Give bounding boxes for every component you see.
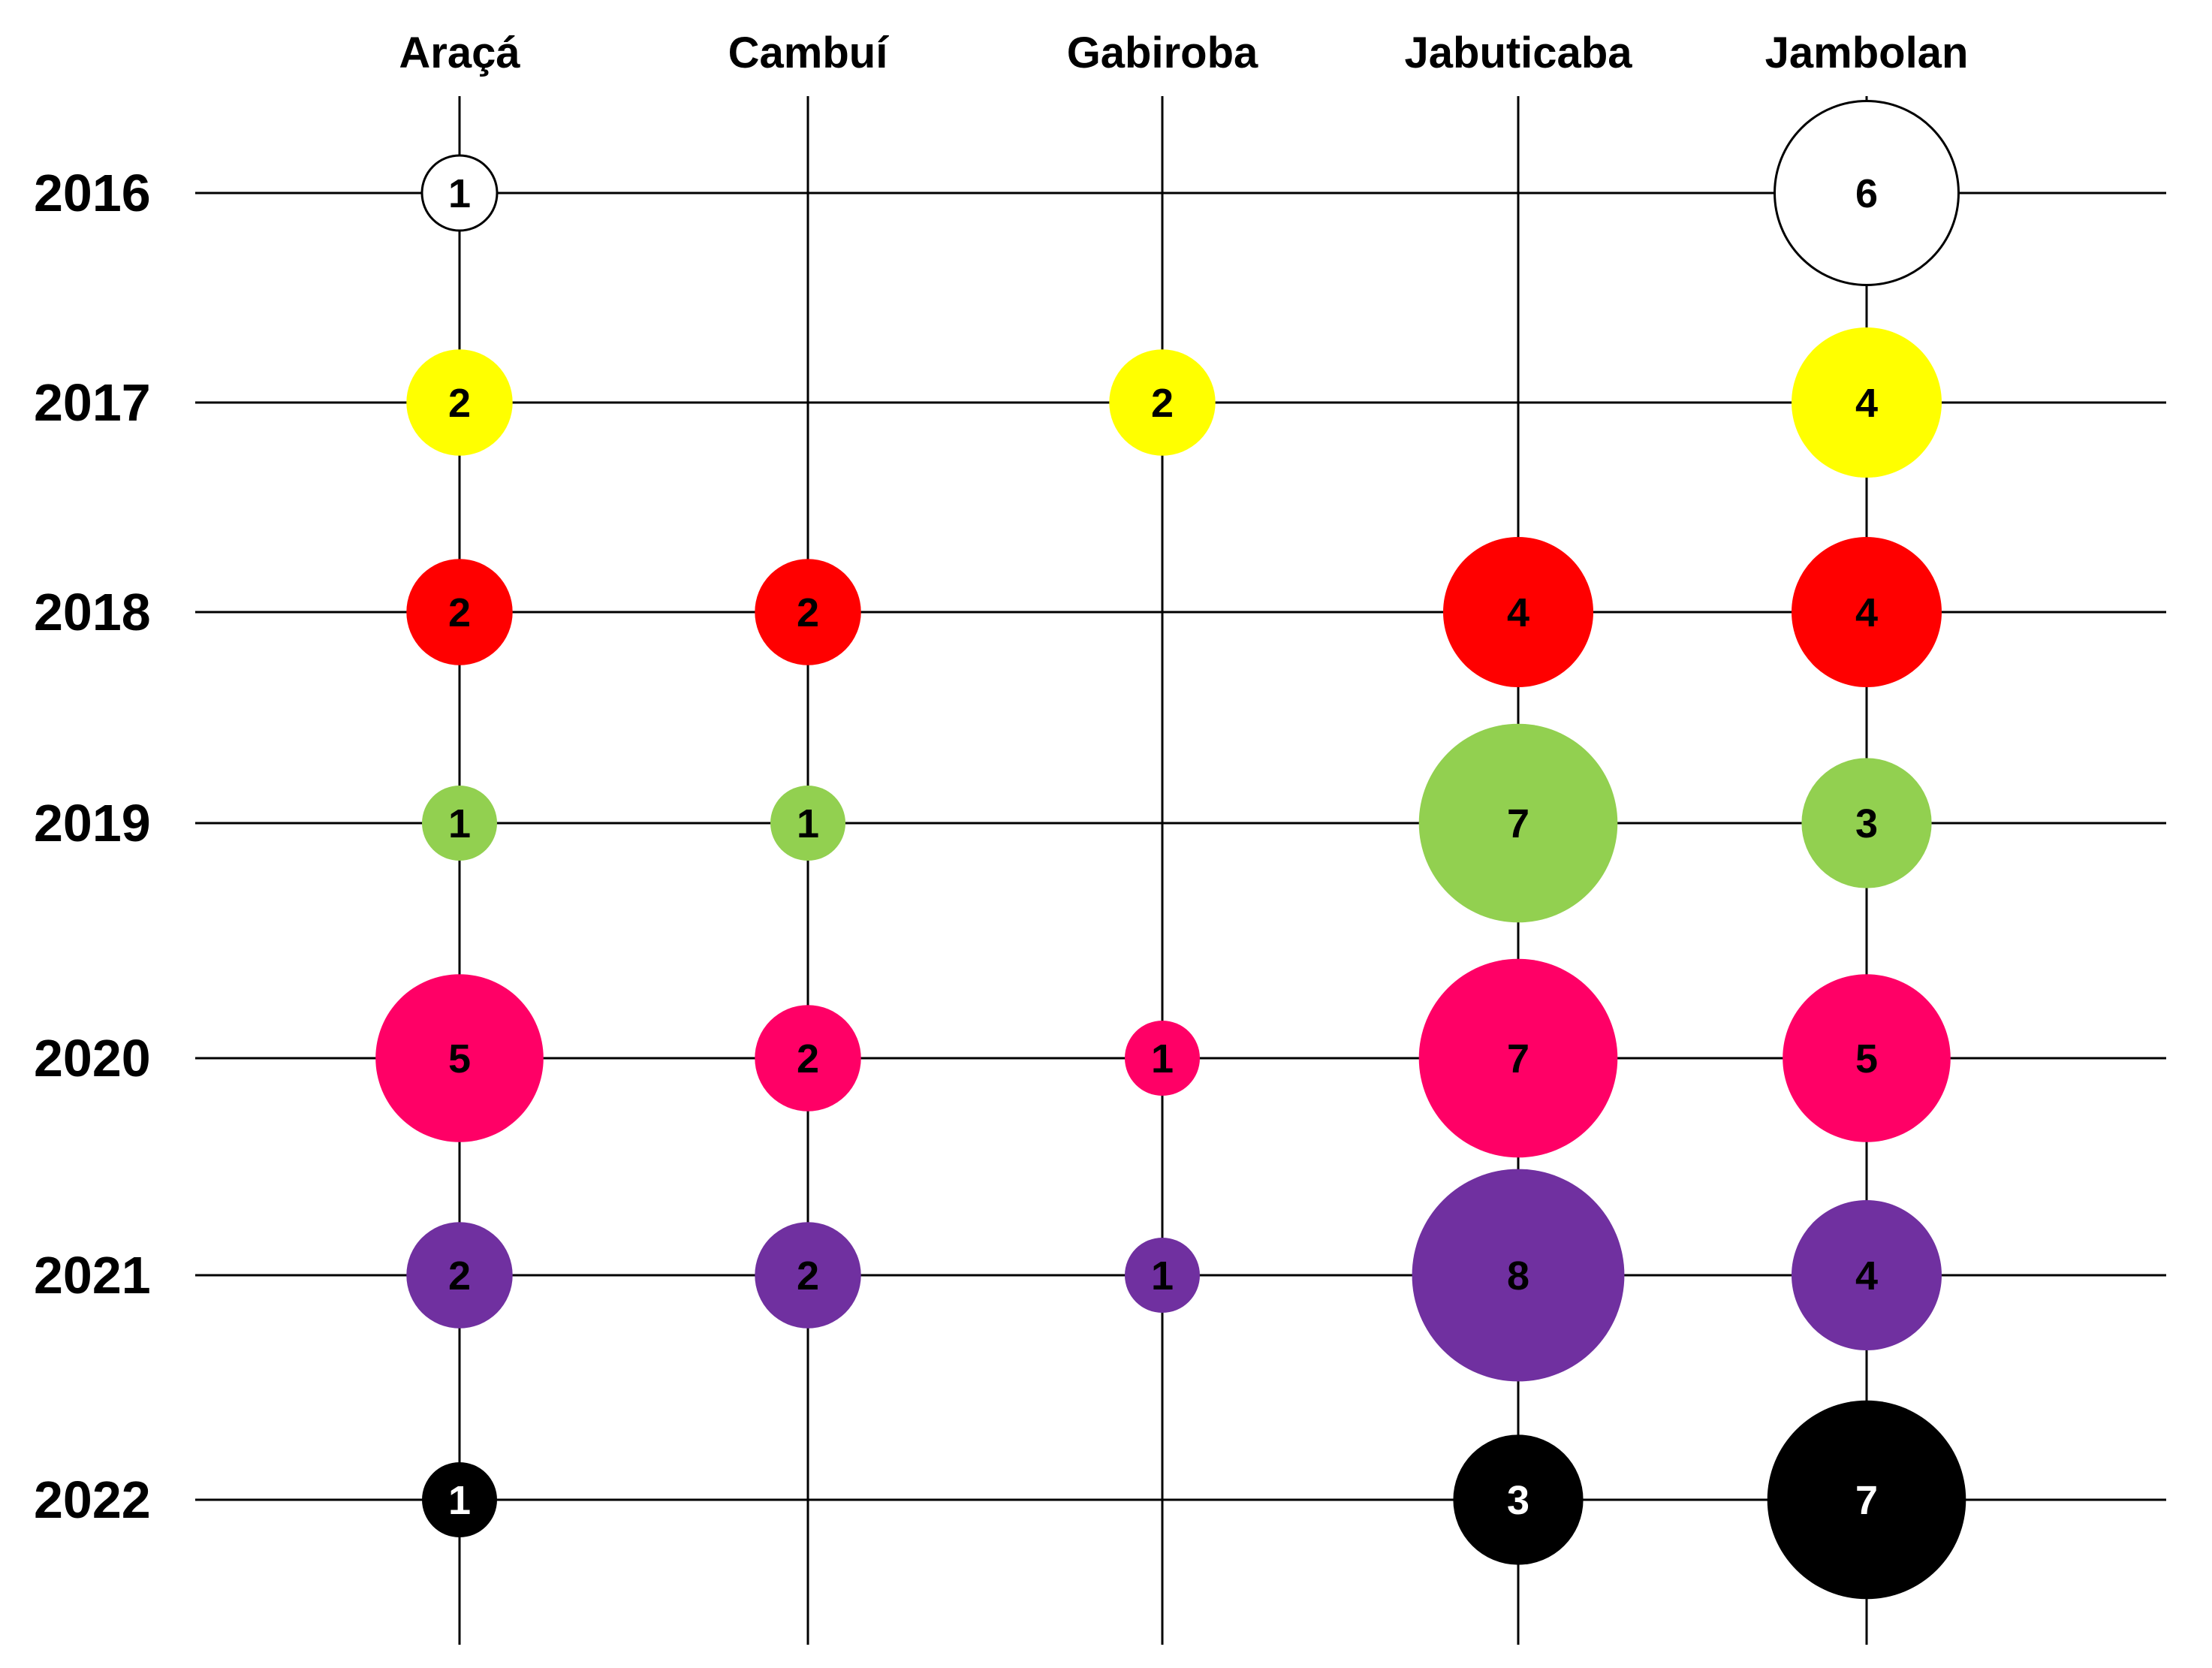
bubble-araca-2021 <box>406 1222 513 1329</box>
bubble-gabiroba-2017-label: 2 <box>1151 381 1174 426</box>
bubble-araca-2019 <box>422 786 497 861</box>
category-label-cambui: Cambuí <box>728 29 890 77</box>
bubble-cambui-2021 <box>755 1222 861 1329</box>
category-labels: Araçá Cambuí Gabiroba Jabuticaba Jambolan <box>399 29 1968 77</box>
year-label-2018: 2018 <box>34 583 151 641</box>
bubble-araca-2020 <box>375 974 544 1142</box>
bubble-jabuticaba-2021 <box>1412 1169 1625 1382</box>
bubble-araca-2017 <box>406 349 513 456</box>
year-label-2016: 2016 <box>34 164 151 222</box>
bubble-gabiroba-2020-label: 1 <box>1151 1036 1174 1081</box>
bubble-jambolan-2018 <box>1792 537 1942 687</box>
bubble-araca-2020-label: 5 <box>448 1036 471 1081</box>
bubble-araca-2021-label: 2 <box>448 1253 471 1299</box>
bubble-jambolan-2016-label: 6 <box>1855 171 1878 216</box>
bubble-jambolan-2017 <box>1792 327 1942 478</box>
bubble-araca-2016-label: 1 <box>448 171 471 216</box>
bubble-jabuticaba-2019 <box>1418 723 1618 923</box>
bubble-araca-2022-label: 1 <box>448 1478 471 1523</box>
year-label-2017: 2017 <box>34 373 151 432</box>
bubble-jambolan-2017-label: 4 <box>1855 381 1878 426</box>
category-label-araca: Araçá <box>399 29 520 77</box>
bubble-jabuticaba-2018-label: 4 <box>1507 590 1529 635</box>
bubble-jabuticaba-2018 <box>1443 537 1593 687</box>
bubble-jabuticaba-2019-label: 7 <box>1507 801 1529 846</box>
bubble-jambolan-2021-label: 4 <box>1855 1253 1878 1299</box>
bubble-araca-2018-label: 2 <box>448 590 471 635</box>
year-labels: 2016 2017 2018 2019 2020 2021 2022 <box>34 164 151 1529</box>
bubble-araca-2019-label: 1 <box>448 801 471 846</box>
bubble-cambui-2020 <box>755 1005 861 1111</box>
bubble-jambolan-2018-label: 4 <box>1855 590 1878 635</box>
category-label-jambolan: Jambolan <box>1765 29 1969 77</box>
bubble-cambui-2018 <box>755 559 861 665</box>
bubble-jambolan-2019 <box>1801 758 1932 888</box>
bubble-gabiroba-2020 <box>1125 1021 1200 1096</box>
bubble-araca-2018 <box>406 559 513 665</box>
bubble-araca-2022 <box>422 1462 497 1537</box>
year-label-2021: 2021 <box>34 1246 151 1305</box>
bubble-jambolan-2021 <box>1792 1200 1942 1350</box>
bubble-jabuticaba-2021-label: 8 <box>1507 1253 1529 1299</box>
bubble-cambui-2019 <box>770 786 845 861</box>
bubble-gabiroba-2017 <box>1109 349 1216 456</box>
category-label-jabuticaba: Jabuticaba <box>1405 29 1633 77</box>
bubble-araca-2017-label: 2 <box>448 381 471 426</box>
bubble-cambui-2021-label: 2 <box>797 1253 819 1299</box>
bubble-cambui-2019-label: 1 <box>797 801 819 846</box>
bubble-jambolan-2016 <box>1774 100 1960 286</box>
bubble-jabuticaba-2022-label: 3 <box>1507 1478 1529 1523</box>
bubble-gabiroba-2021 <box>1125 1238 1200 1313</box>
bubble-gabiroba-2021-label: 1 <box>1151 1253 1174 1299</box>
bubble-araca-2016 <box>420 154 499 232</box>
bubble-cambui-2020-label: 2 <box>797 1036 819 1081</box>
year-label-2020: 2020 <box>34 1029 151 1087</box>
year-label-2022: 2022 <box>34 1470 151 1529</box>
category-label-gabiroba: Gabiroba <box>1067 29 1258 77</box>
bubble-jabuticaba-2020-label: 7 <box>1507 1036 1529 1081</box>
bubble-jambolan-2020-label: 5 <box>1855 1036 1878 1081</box>
bubble-jabuticaba-2020 <box>1418 958 1618 1158</box>
bubble-cambui-2018-label: 2 <box>797 590 819 635</box>
bubble-jabuticaba-2022 <box>1453 1434 1584 1565</box>
bubble-jambolan-2019-label: 3 <box>1855 801 1878 846</box>
bubble-jambolan-2020 <box>1783 974 1951 1142</box>
year-label-2019: 2019 <box>34 794 151 852</box>
bubble-jambolan-2022 <box>1767 1400 1966 1600</box>
bubble-jambolan-2022-label: 7 <box>1855 1478 1878 1523</box>
